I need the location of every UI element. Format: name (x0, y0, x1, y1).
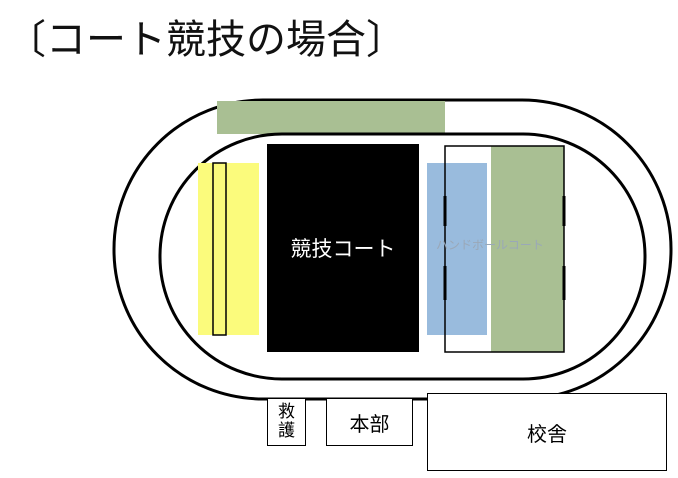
yellow-area (198, 163, 259, 335)
handball-blue-area (427, 163, 487, 335)
handball-court-outline (444, 145, 565, 353)
page-title: 〔コート競技の場合〕 (6, 17, 406, 63)
handball-court-label: ハンドボールコート (436, 238, 544, 252)
rescue-label-line1: 救 (278, 402, 295, 422)
yellow-area-lane (212, 162, 227, 336)
headquarters-box: 本部 (326, 398, 413, 446)
main-court-label: 競技コート (290, 237, 396, 261)
rescue-station-box: 救 護 (267, 398, 306, 446)
rescue-label-line2: 護 (278, 421, 295, 441)
school-building-box: 校舎 (427, 393, 667, 471)
top-field-area (217, 101, 445, 134)
handball-green-area (491, 146, 564, 352)
inner-track-line (158, 132, 647, 381)
main-court (267, 144, 419, 352)
